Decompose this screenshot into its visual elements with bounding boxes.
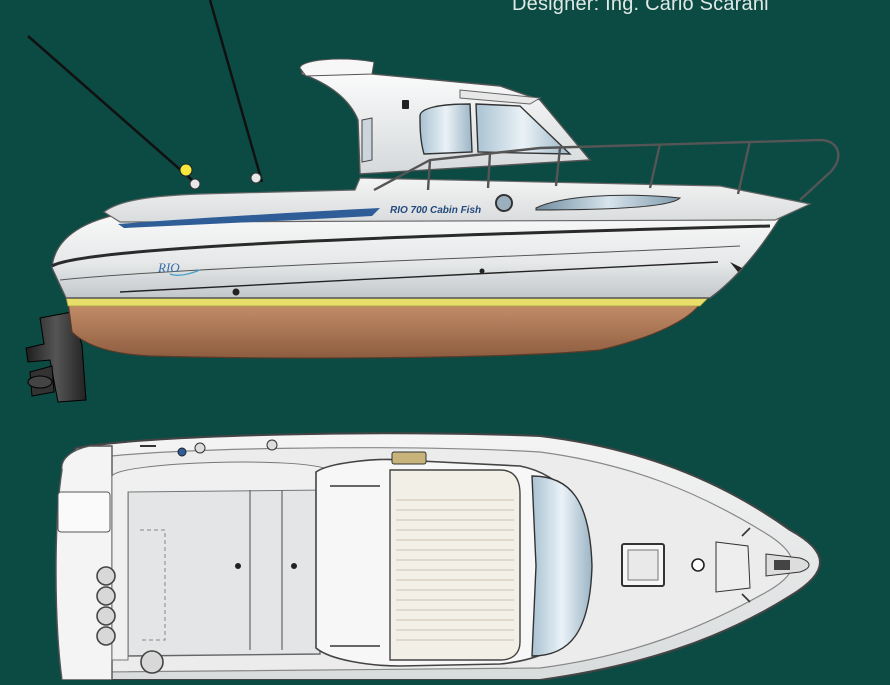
railing xyxy=(373,138,840,201)
brand-logo: RIO xyxy=(157,260,180,275)
sunpad xyxy=(389,469,521,661)
side-view: RIO 700 Cabin Fish RIO xyxy=(25,0,840,403)
rod-holders xyxy=(96,439,278,674)
designer-credit: Designer: Ing. Carlo Scarani xyxy=(512,0,769,15)
windshield xyxy=(475,103,572,155)
cabin-window xyxy=(419,103,473,155)
windshield-top xyxy=(531,475,593,657)
fishing-rod-icon xyxy=(27,0,264,190)
hull-model-text: RIO 700 Cabin Fish xyxy=(390,205,481,216)
top-view xyxy=(55,432,821,681)
cockpit xyxy=(127,487,321,657)
porthole xyxy=(495,194,513,212)
hull-stripe xyxy=(118,208,380,228)
hull-window xyxy=(535,194,682,211)
hull-bottom xyxy=(67,301,702,359)
anchor-locker xyxy=(715,541,751,593)
deck xyxy=(102,177,812,223)
outboard-engine xyxy=(25,311,87,403)
